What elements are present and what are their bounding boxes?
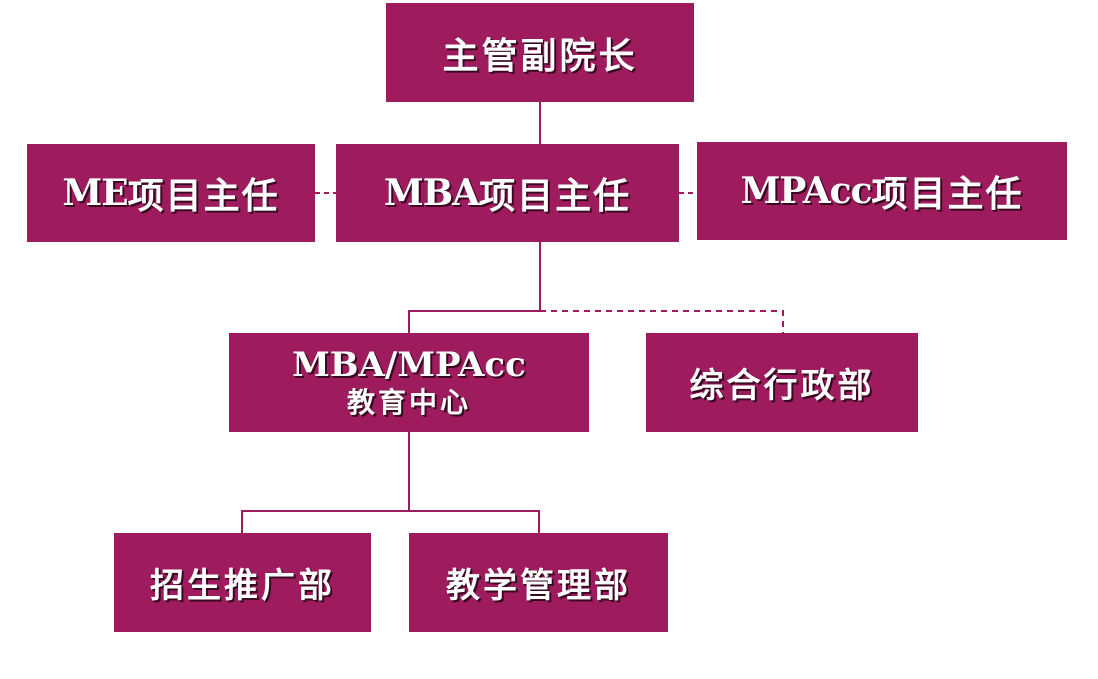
node-mpacc-director: MPAcc 项目主任	[697, 142, 1067, 240]
node-mba-director-cjk: 项目主任	[479, 175, 632, 217]
node-mba-director-latin: MBA	[383, 172, 480, 214]
node-education-center: MBA/MPAcc 教育中心	[229, 333, 589, 432]
node-mba-director: MBA 项目主任	[336, 144, 679, 242]
connector-to-admin-dept	[540, 310, 784, 333]
connector-to-education-center	[408, 310, 540, 333]
node-admin-dept: 综合行政部	[646, 333, 918, 432]
node-me-director: ME 项目主任	[27, 144, 315, 242]
node-enrollment-dept-label: 招生推广部	[150, 566, 335, 606]
node-vice-dean: 主管副院长	[386, 3, 694, 102]
connector-to-lower-depts	[241, 510, 540, 533]
node-education-center-line1: MBA/MPAcc	[292, 344, 526, 385]
node-teaching-dept-label: 教学管理部	[446, 566, 631, 606]
node-education-center-line2: 教育中心	[346, 385, 471, 419]
node-me-director-latin: ME	[62, 172, 128, 214]
node-admin-dept-label: 综合行政部	[689, 366, 875, 406]
node-me-director-cjk: 项目主任	[127, 175, 280, 217]
node-vice-dean-label: 主管副院长	[442, 34, 638, 77]
node-mpacc-director-latin: MPAcc	[740, 170, 872, 212]
node-enrollment-dept: 招生推广部	[114, 533, 371, 632]
node-mpacc-director-cjk: 项目主任	[871, 173, 1024, 215]
node-teaching-dept: 教学管理部	[409, 533, 668, 632]
